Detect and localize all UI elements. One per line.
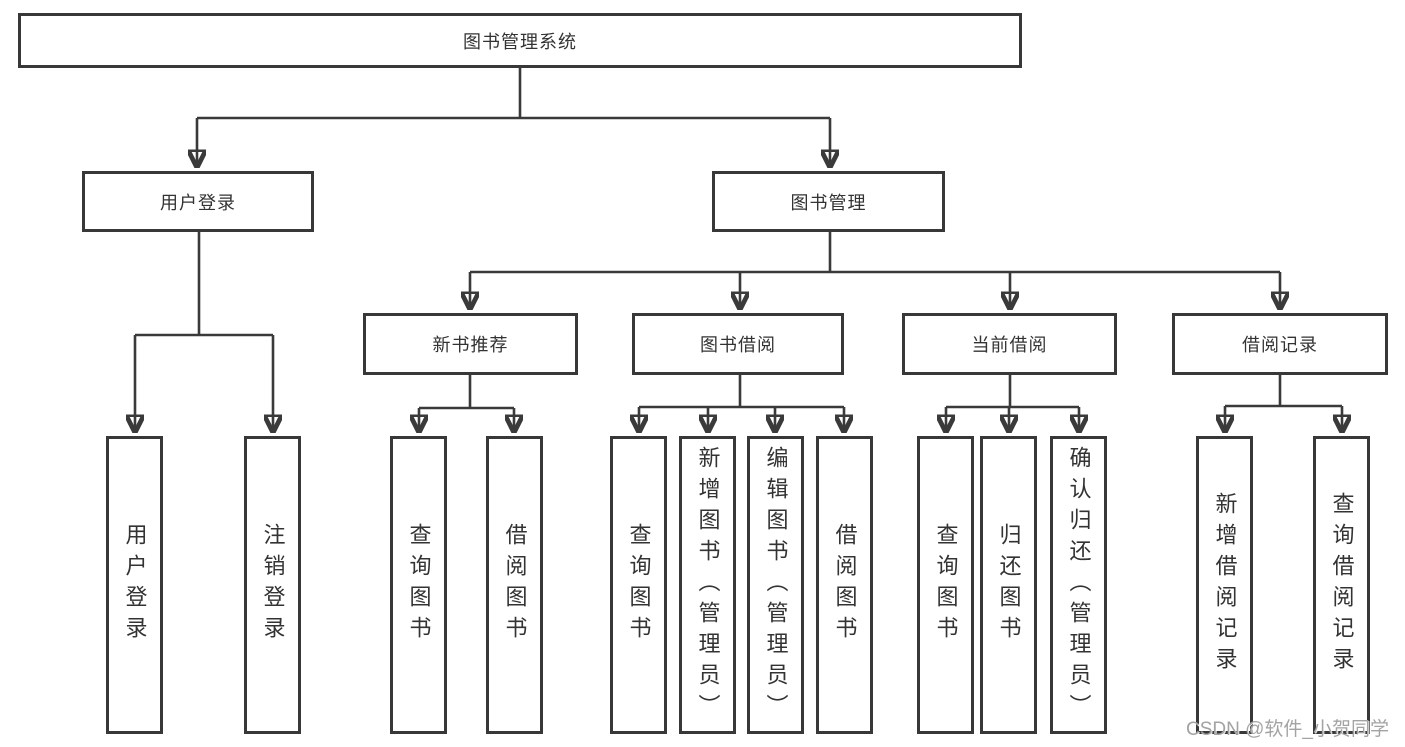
leaf-label: 确认归还（管理员） (1066, 445, 1092, 725)
leaf-label: 注销登录 (260, 523, 286, 647)
leaf-confirm-return-admin: 确认归还（管理员） (1050, 436, 1107, 734)
leaf-user-login: 用户登录 (106, 436, 163, 734)
connector-book-mgmt-children (470, 232, 1280, 308)
leaf-add-borrow-record: 新增借阅记录 (1196, 436, 1253, 734)
leaf-label: 查询图书 (626, 523, 652, 647)
leaf-query-books-3: 查询图书 (917, 436, 974, 734)
leaf-edit-books-admin: 编辑图书（管理员） (747, 436, 804, 734)
leaf-label: 借阅图书 (832, 523, 858, 647)
connector-new-books-children (419, 375, 514, 431)
leaf-return-books: 归还图书 (980, 436, 1037, 734)
node-root: 图书管理系统 (18, 13, 1022, 68)
leaf-label: 用户登录 (122, 523, 148, 647)
node-user-login: 用户登录 (82, 171, 314, 232)
connector-book-borrow-children (639, 375, 844, 431)
connector-user-login-children (135, 232, 273, 431)
node-current-borrowing: 当前借阅 (902, 313, 1117, 375)
leaf-add-books-admin: 新增图书（管理员） (679, 436, 736, 734)
csdn-watermark: CSDN @软件_小贺同学 (1186, 719, 1389, 740)
leaf-query-books-1: 查询图书 (390, 436, 447, 734)
leaf-query-books-2: 查询图书 (610, 436, 667, 734)
leaf-label: 查询图书 (406, 523, 432, 647)
leaf-borrow-books-1: 借阅图书 (486, 436, 543, 734)
leaf-borrow-books-2: 借阅图书 (816, 436, 873, 734)
leaf-label: 查询图书 (933, 523, 959, 647)
connector-borrow-records-children (1225, 375, 1342, 431)
connector-current-borrow-children (946, 375, 1079, 431)
leaf-label: 归还图书 (996, 523, 1022, 647)
leaf-query-borrow-record: 查询借阅记录 (1313, 436, 1370, 734)
leaf-label: 借阅图书 (502, 523, 528, 647)
leaf-label: 新增图书（管理员） (695, 445, 721, 725)
connector-root-to-level2 (197, 67, 830, 166)
node-borrow-records: 借阅记录 (1172, 313, 1388, 375)
node-book-borrowing: 图书借阅 (632, 313, 844, 375)
node-book-management: 图书管理 (712, 171, 945, 232)
leaf-label: 新增借阅记录 (1212, 492, 1238, 678)
leaf-label: 查询借阅记录 (1329, 492, 1355, 678)
leaf-logout: 注销登录 (244, 436, 301, 734)
node-new-book-recommendation: 新书推荐 (363, 313, 578, 375)
leaf-label: 编辑图书（管理员） (763, 445, 789, 725)
